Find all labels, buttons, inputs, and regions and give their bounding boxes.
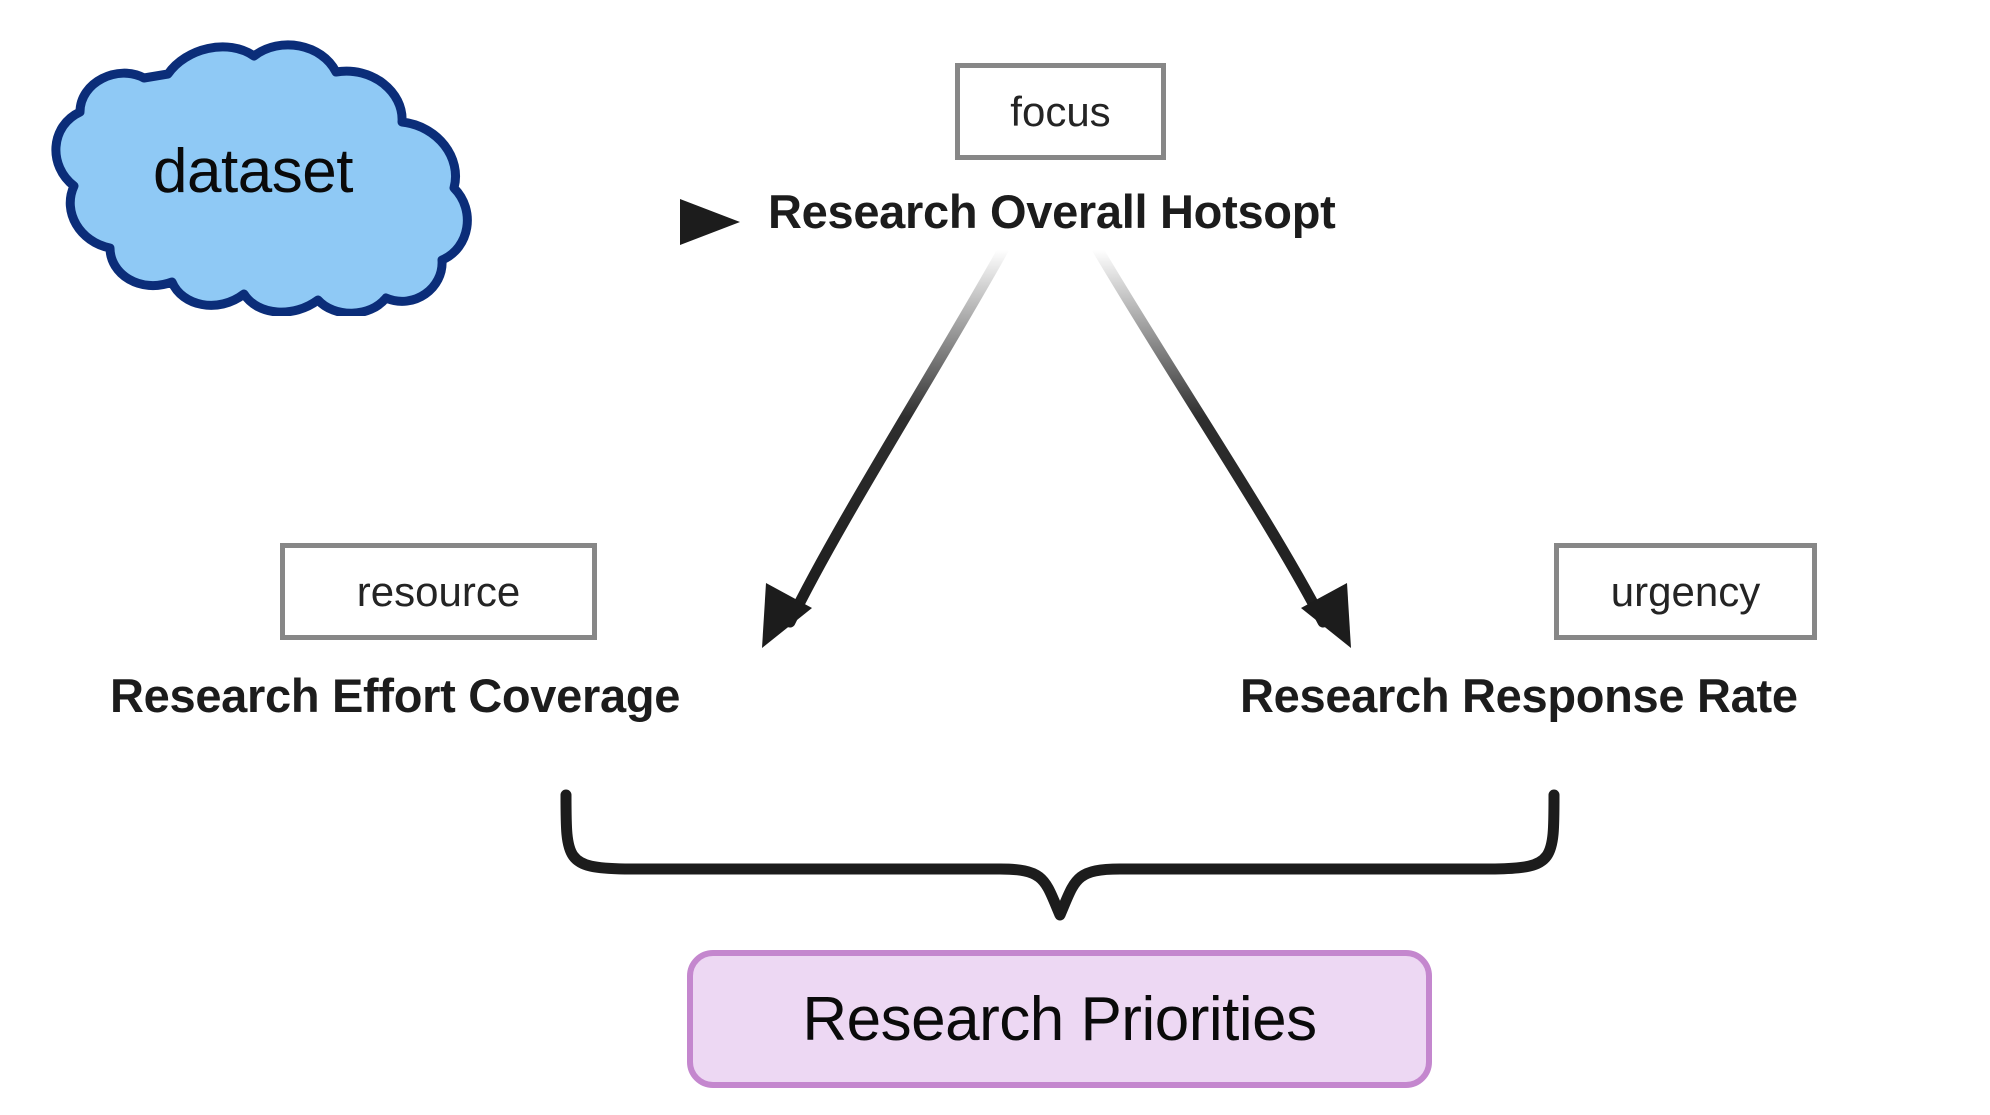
edge-hotspot-to-response: [1092, 244, 1351, 648]
edge-tag-resource[interactable]: resource: [280, 543, 597, 640]
node-research-priorities[interactable]: Research Priorities: [687, 950, 1432, 1088]
edge-hotspot-to-effort: [762, 244, 1009, 648]
cloud-icon: [51, 40, 472, 316]
edge-tag-focus[interactable]: focus: [955, 63, 1166, 160]
node-dataset-label: dataset: [153, 136, 353, 206]
node-research-overall-hotspot[interactable]: Research Overall Hotsopt: [768, 185, 1336, 238]
edge-tag-urgency[interactable]: urgency: [1554, 543, 1817, 640]
edge-dataset-to-hotspot: [496, 199, 740, 245]
node-research-effort-coverage[interactable]: Research Effort Coverage: [110, 669, 681, 722]
node-research-response-rate[interactable]: Research Response Rate: [1240, 669, 1798, 722]
edge-brace-to-priorities: [560, 789, 1560, 921]
node-dataset[interactable]: dataset: [18, 26, 488, 316]
